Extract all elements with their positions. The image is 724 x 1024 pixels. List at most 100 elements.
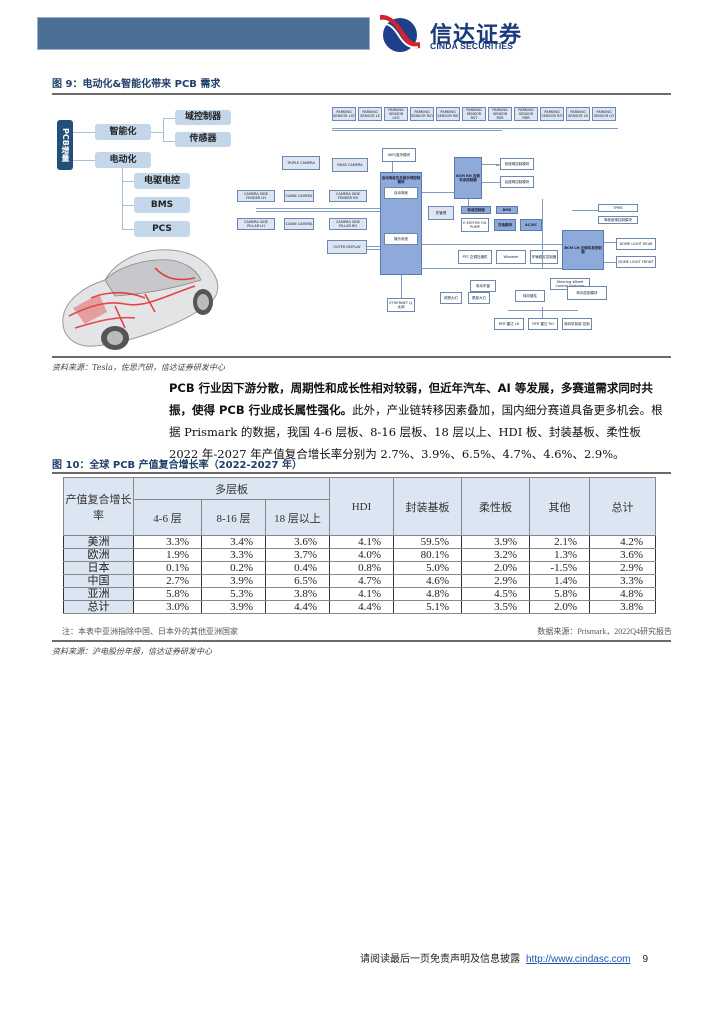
diagram-bcm-rh: BCM RH 右侧车身控制器 [454,157,482,199]
diagram-box: TPMS [598,204,638,212]
table-cell: 5.3% [201,587,266,601]
table-cell: 5.0% [393,561,462,575]
car-wiring-image [62,249,219,350]
table-cell: 3.6% [265,535,330,549]
footer-disclaimer: 请阅读最后一页免责声明及信息披露 [360,954,520,965]
footer-website-link[interactable]: http://www.cindasc.com [526,954,631,965]
diagram-box: CAMERA SIDE FENDER RH [329,190,367,202]
mindmap-node-domain-controller: 域控制器 [175,110,231,125]
figure-10-title: 图 10：全球 PCB 产值复合增长率（2022-2027 年） [52,460,302,471]
table-cell: 0.2% [201,561,266,575]
table-cell: -1.5% [529,561,590,575]
table-row-header: 美洲 [63,535,134,549]
table-row: 亚洲 5.8% 5.3% 3.8% 4.1% 4.8% 4.5% 5.8% 4.… [63,587,656,601]
diagram-box: CABIN CAMERA [284,218,314,230]
diagram-box: CAMERA SIDE PILLAR LH [237,218,275,230]
table-cell: 0.4% [265,561,330,575]
table-data-source: 数据来源：Prismark，2022Q4研究报告 [537,627,672,636]
table-cell: 3.8% [589,600,656,614]
diagram-box: PARKING SENSOR LR [566,107,590,121]
table-col-header: 4-6 层 [133,499,202,536]
table-row-header: 中国 [63,574,134,588]
table-col-header: HDI [329,477,394,536]
table-cell: 3.9% [461,535,530,549]
diagram-box: 车辆稳定控制器 [530,250,558,264]
diagram-box: PARKING SENSOR LE [358,107,382,121]
table-row: 日本 0.1% 0.2% 0.4% 0.8% 5.0% 2.0% -1.5% 2… [63,561,656,575]
table-cell: 3.3% [589,574,656,588]
table-cell: 6.5% [265,574,330,588]
diagram-box: ETHERNET 以太网 [387,298,415,312]
diagram-box: 自动驾驶 [384,187,418,199]
table-cell: 4.4% [265,600,330,614]
table-cell: 3.5% [461,600,530,614]
cinda-logo: 信达证券 CINDA SECURITIES [378,14,698,54]
paragraph-bold-text: PCB 行业因下游分散，周期性和成长性相对较弱，但近年汽车、AI 等发展，多赛道… [169,381,653,417]
table-cell: 4.6% [393,574,462,588]
figure-9-title: 图 9：电动化&智能化带来 PCB 需求 [52,79,221,90]
diagram-box: PARKING SENSOR RST [462,107,486,121]
table-cell: 1.4% [529,574,590,588]
table-cell: 3.6% [589,548,656,562]
table-cell: 4.8% [393,587,462,601]
table-cell: 3.4% [201,535,266,549]
diagram-box: PTC 空调压缩机 [458,250,492,264]
table-cell: 2.1% [529,535,590,549]
table-row-header: 亚洲 [63,587,134,601]
diagram-box: PARKING SENSOR LST [332,107,356,121]
diagram-box: 后座椅控制模块 [500,176,534,188]
diagram-box: 热管理 [428,206,454,220]
table-cell: 0.1% [133,561,202,575]
diagram-box: DOME LIGHT FRONT [616,256,656,268]
mindmap-node-intelligent: 智能化 [95,124,151,140]
diagram-box: WiFi/蓝牙模块 [382,148,416,162]
diagram-box: OUTER DISPLAY [327,240,367,254]
diagram-box: 转向机前部 控制 [562,318,592,330]
table-cell: 4.4% [329,600,394,614]
table-header-row-1: 产值复合增长率 多层板 HDI 封装基板 柔性板 其他 总计 [63,477,656,536]
table-col-header: 封装基板 [393,477,462,536]
diagram-box: 尾部大灯 [468,292,490,304]
diagram-box: 电池控制器 [461,206,491,214]
table-cell: 59.5% [393,535,462,549]
table-row-header: 总计 [63,600,134,614]
table-row: 中国 2.7% 3.9% 6.5% 4.7% 4.6% 2.9% 1.4% 3.… [63,574,656,588]
diagram-box: TRIPLE CAMERA [282,156,320,170]
diagram-box: REAR CAMERA [332,158,368,172]
table-row-total: 总计 3.0% 3.9% 4.4% 4.4% 5.1% 3.5% 2.0% 3.… [63,600,656,614]
figure-10-bottom-rule [52,640,671,642]
diagram-box: 前座椅控制模块 [500,158,534,170]
page-number: 9 [642,954,649,965]
table-cell: 3.3% [133,535,202,549]
pcb-growth-rate-table: 产值复合增长率 多层板 HDI 封装基板 柔性板 其他 总计 4-6 层 8-1… [63,477,656,614]
diagram-box: PARKING SENSOR LEO [384,107,408,121]
mindmap-node-sensor: 传感器 [175,132,231,147]
table-cell: 2.9% [461,574,530,588]
table-cell: 0.8% [329,561,394,575]
table-cell: 3.9% [201,574,266,588]
table-cell: 4.0% [329,548,394,562]
page-footer: 请阅读最后一页免责声明及信息披露 http://www.cindasc.com 9 [360,950,648,965]
table-cell: 3.2% [461,548,530,562]
diagram-box: PARKING SENSOR RFI [540,107,564,121]
table-col-header: 柔性板 [461,477,530,536]
diagram-box: 转向管柱 [515,290,545,302]
paragraph-normal-text: 此外，产业链转移因素叠加，国内细分赛道具备更多机会。根据 Prismark 的数… [169,403,663,461]
diagram-box: 充电模块 [494,219,516,231]
diagram-box: 前照大灯 [440,292,462,304]
diagram-box: CABIN CAMERA [284,190,314,202]
table-cell: 3.3% [201,548,266,562]
table-cell: 4.7% [329,574,394,588]
table-row-header: 欧洲 [63,548,134,562]
table-cell: 1.9% [133,548,202,562]
mindmap-node-motor-control: 电驱电控 [134,173,190,189]
figure-9-bottom-rule [52,356,671,358]
figure-10-source: 资料来源：沪电股份年报，信达证券研发中心 [52,647,212,656]
table-cell: 1.3% [529,548,590,562]
mindmap-node-pcs: PCS [134,221,190,237]
table-cell: 3.8% [265,587,330,601]
diagram-box: BMS [496,206,518,214]
mindmap-node-electrification: 电动化 [95,152,151,168]
diagram-box: Wheater [496,250,526,264]
table-cell: 4.8% [589,587,656,601]
